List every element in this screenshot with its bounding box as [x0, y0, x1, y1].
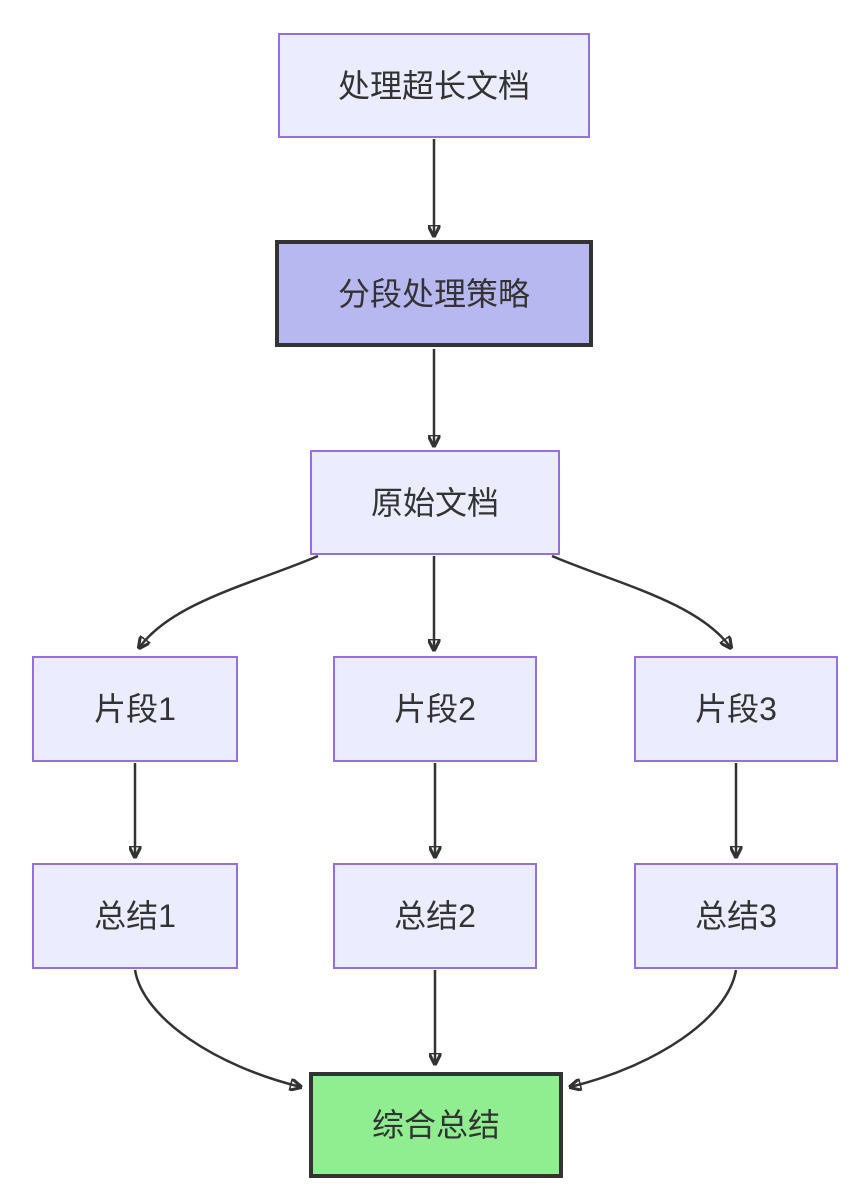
node-fragment-1: 片段1	[32, 656, 238, 762]
node-summary-3: 总结3	[634, 863, 838, 969]
node-label: 片段3	[695, 691, 777, 727]
node-process-long-doc: 处理超长文档	[278, 33, 590, 138]
node-fragment-3: 片段3	[634, 656, 838, 762]
edge-sum1-final	[133, 969, 301, 1087]
node-label: 处理超长文档	[337, 67, 530, 104]
node-label: 分段处理策略	[337, 275, 530, 312]
edge-sum3-final	[570, 969, 738, 1087]
node-fragment-2: 片段2	[333, 656, 537, 762]
node-label: 总结1	[94, 898, 176, 934]
edge-original-frag3	[551, 554, 731, 648]
node-label: 总结3	[695, 898, 777, 934]
node-summary-1: 总结1	[32, 863, 238, 969]
node-label: 片段1	[94, 691, 176, 727]
node-summary-2: 总结2	[333, 863, 537, 969]
node-label: 总结2	[394, 898, 476, 934]
node-segment-strategy: 分段处理策略	[275, 240, 593, 347]
node-original-doc: 原始文档	[310, 450, 560, 555]
edge-original-frag1	[139, 554, 319, 648]
node-final-summary: 综合总结	[309, 1072, 563, 1178]
node-label: 片段2	[394, 691, 476, 727]
node-label: 原始文档	[370, 484, 499, 521]
node-label: 综合总结	[371, 1107, 500, 1143]
